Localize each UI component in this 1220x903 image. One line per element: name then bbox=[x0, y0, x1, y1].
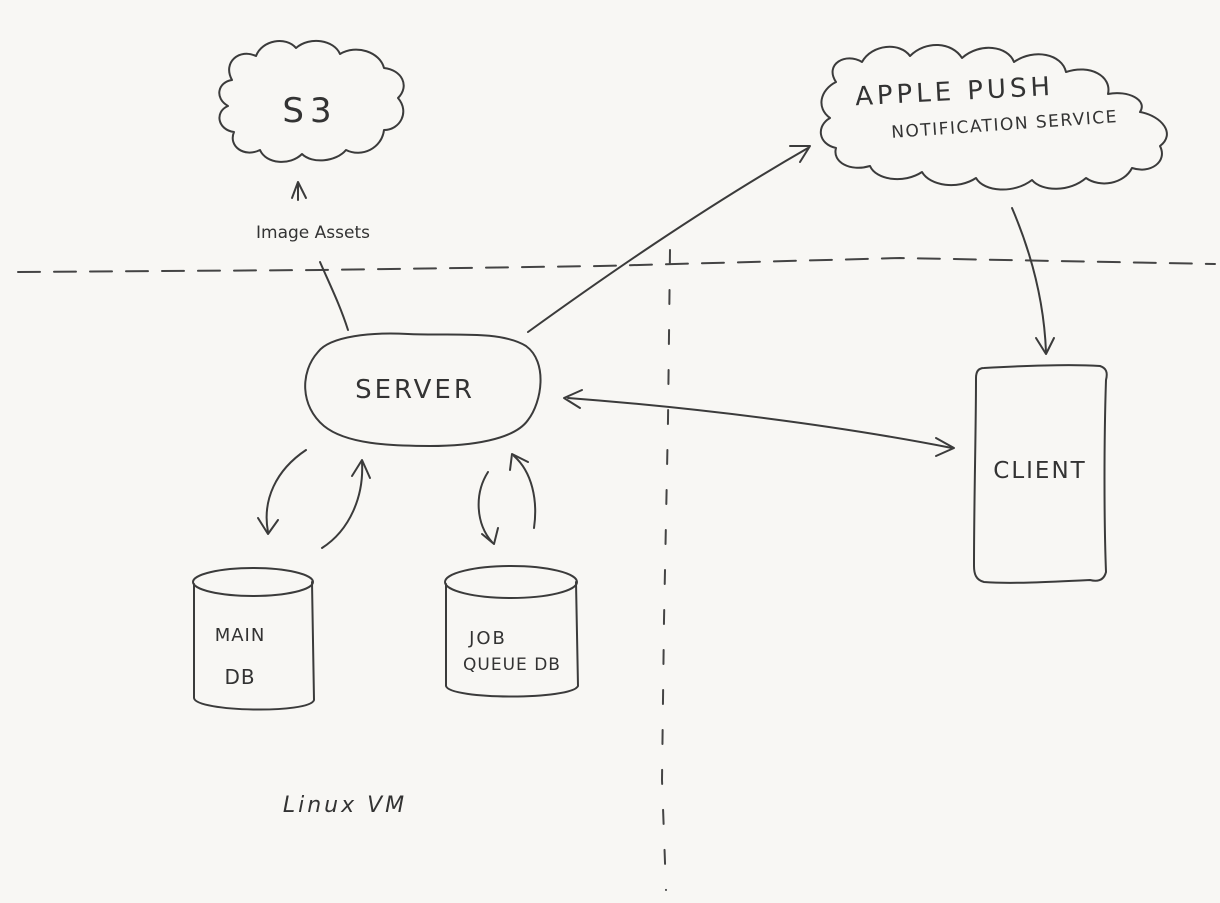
server-from-main-db-arrow-head bbox=[351, 459, 371, 479]
server-client-edge bbox=[563, 389, 955, 457]
client-node: CLIENT bbox=[973, 364, 1108, 584]
client-box-shape bbox=[973, 364, 1108, 584]
horizontal-boundary-line bbox=[17, 256, 1216, 273]
main-db-cylinder: MAIN DB bbox=[192, 567, 315, 711]
apns-cloud-shape bbox=[820, 43, 1168, 191]
server-client-line bbox=[567, 397, 953, 449]
server-blob-shape bbox=[304, 332, 542, 447]
boundary-lines bbox=[17, 249, 1216, 891]
client-arrow-head bbox=[1035, 337, 1055, 355]
image-assets-label: Image Assets bbox=[256, 223, 370, 243]
job-queue-db-cylinder: JOB QUEUE DB bbox=[444, 565, 579, 698]
vertical-boundary-line bbox=[660, 249, 671, 891]
job-queue-db-top bbox=[444, 565, 578, 599]
server-to-apns-edge bbox=[527, 145, 811, 333]
apns-to-client-line bbox=[1011, 207, 1047, 353]
apns-label-line1: APPLE PUSH bbox=[854, 72, 1054, 112]
server-to-main-db-line bbox=[265, 449, 307, 533]
main-db-arrow-head bbox=[257, 517, 279, 535]
main-db-label-line2: DB bbox=[224, 665, 255, 689]
server-side-arrow-head bbox=[563, 389, 583, 409]
server-from-job-queue-arrow-head bbox=[509, 453, 529, 471]
job-queue-arrow-head bbox=[481, 527, 499, 545]
main-db-label-line1: MAIN bbox=[215, 625, 266, 646]
server-main-db-edges bbox=[257, 449, 371, 549]
server-to-s3-line bbox=[319, 261, 349, 331]
s3-arrow-head bbox=[291, 181, 307, 201]
main-db-body bbox=[193, 581, 315, 711]
client-side-arrow-head bbox=[935, 437, 955, 457]
s3-label: S3 bbox=[282, 91, 337, 131]
linux-vm-label: Linux VM bbox=[283, 793, 407, 818]
server-to-apns-line bbox=[527, 147, 809, 333]
server-node: SERVER bbox=[304, 332, 542, 447]
apns-to-client-edge bbox=[1011, 207, 1055, 355]
apns-arrow-head bbox=[789, 145, 811, 163]
s3-cloud: S3 bbox=[218, 39, 405, 163]
client-label: CLIENT bbox=[993, 458, 1086, 484]
main-db-to-server-line bbox=[321, 461, 364, 549]
main-db-top bbox=[192, 567, 314, 597]
job-queue-db-body bbox=[445, 581, 579, 698]
server-job-queue-edges bbox=[477, 453, 537, 545]
job-queue-to-server-line bbox=[513, 455, 537, 529]
image-assets-edge: Image Assets bbox=[256, 181, 370, 331]
job-queue-db-label-line2: QUEUE DB bbox=[463, 655, 561, 675]
s3-cloud-shape bbox=[218, 39, 405, 163]
server-to-job-queue-line bbox=[477, 471, 493, 543]
apns-label-line2: NOTIFICATION SERVICE bbox=[891, 107, 1119, 143]
server-label: SERVER bbox=[355, 375, 475, 405]
apns-cloud: APPLE PUSH NOTIFICATION SERVICE bbox=[820, 43, 1168, 191]
job-queue-db-label-line1: JOB bbox=[468, 628, 507, 649]
